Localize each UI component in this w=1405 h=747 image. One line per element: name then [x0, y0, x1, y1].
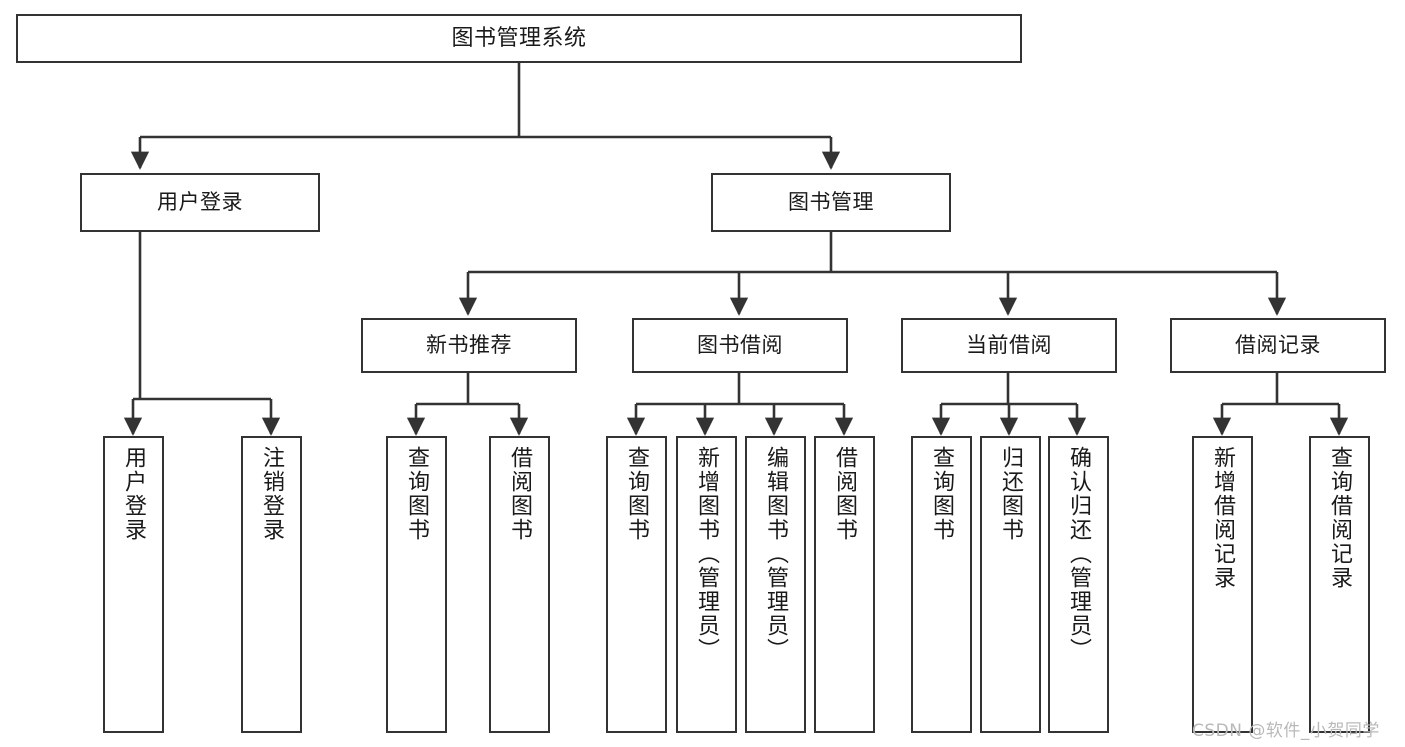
node-new-book-recommend-label: 新书推荐: [426, 333, 512, 358]
node-leaf-query-book-2-label: 查询图书: [624, 446, 650, 542]
node-leaf-confirm-return-label: 确认归还（管理员）: [1066, 446, 1092, 662]
node-leaf-edit-book-label: 编辑图书（管理员）: [763, 446, 789, 662]
csdn-watermark: CSDN @软件_小贺同学: [1192, 721, 1380, 741]
node-root[interactable]: 图书管理系统: [16, 14, 1022, 63]
node-leaf-query-book-3[interactable]: 查询图书: [911, 436, 972, 733]
node-leaf-borrow-book-2[interactable]: 借阅图书: [814, 436, 875, 733]
node-leaf-query-record-label: 查询借阅记录: [1327, 446, 1353, 590]
node-leaf-borrow-book-2-label: 借阅图书: [832, 446, 858, 542]
node-leaf-return-book-label: 归还图书: [998, 446, 1024, 542]
node-leaf-user-login-label: 用户登录: [121, 446, 147, 542]
node-leaf-add-book[interactable]: 新增图书（管理员）: [676, 436, 737, 733]
node-leaf-query-book-1[interactable]: 查询图书: [386, 436, 447, 733]
node-current-borrow-label: 当前借阅: [966, 333, 1052, 358]
node-leaf-add-record-label: 新增借阅记录: [1210, 446, 1236, 590]
node-leaf-confirm-return[interactable]: 确认归还（管理员）: [1048, 436, 1109, 733]
node-leaf-query-book-1-label: 查询图书: [404, 446, 430, 542]
node-leaf-borrow-book-1-label: 借阅图书: [507, 446, 533, 542]
node-leaf-query-book-2[interactable]: 查询图书: [606, 436, 667, 733]
node-borrow-record[interactable]: 借阅记录: [1170, 318, 1386, 373]
node-user-login-label: 用户登录: [157, 190, 243, 215]
node-book-borrow[interactable]: 图书借阅: [632, 318, 848, 373]
node-book-manage[interactable]: 图书管理: [711, 173, 951, 232]
node-leaf-add-book-label: 新增图书（管理员）: [694, 446, 720, 662]
node-user-login[interactable]: 用户登录: [80, 173, 320, 232]
node-current-borrow[interactable]: 当前借阅: [901, 318, 1117, 373]
node-leaf-user-login[interactable]: 用户登录: [103, 436, 164, 733]
node-leaf-query-record[interactable]: 查询借阅记录: [1309, 436, 1370, 733]
node-leaf-borrow-book-1[interactable]: 借阅图书: [489, 436, 550, 733]
node-root-label: 图书管理系统: [451, 25, 587, 51]
node-leaf-add-record[interactable]: 新增借阅记录: [1192, 436, 1253, 733]
node-leaf-logout[interactable]: 注销登录: [241, 436, 302, 733]
node-new-book-recommend[interactable]: 新书推荐: [361, 318, 577, 373]
node-leaf-query-book-3-label: 查询图书: [929, 446, 955, 542]
node-leaf-return-book[interactable]: 归还图书: [980, 436, 1041, 733]
node-book-borrow-label: 图书借阅: [697, 333, 783, 358]
node-leaf-edit-book[interactable]: 编辑图书（管理员）: [745, 436, 806, 733]
node-leaf-logout-label: 注销登录: [259, 446, 285, 542]
node-book-manage-label: 图书管理: [788, 190, 874, 215]
node-borrow-record-label: 借阅记录: [1235, 333, 1321, 358]
